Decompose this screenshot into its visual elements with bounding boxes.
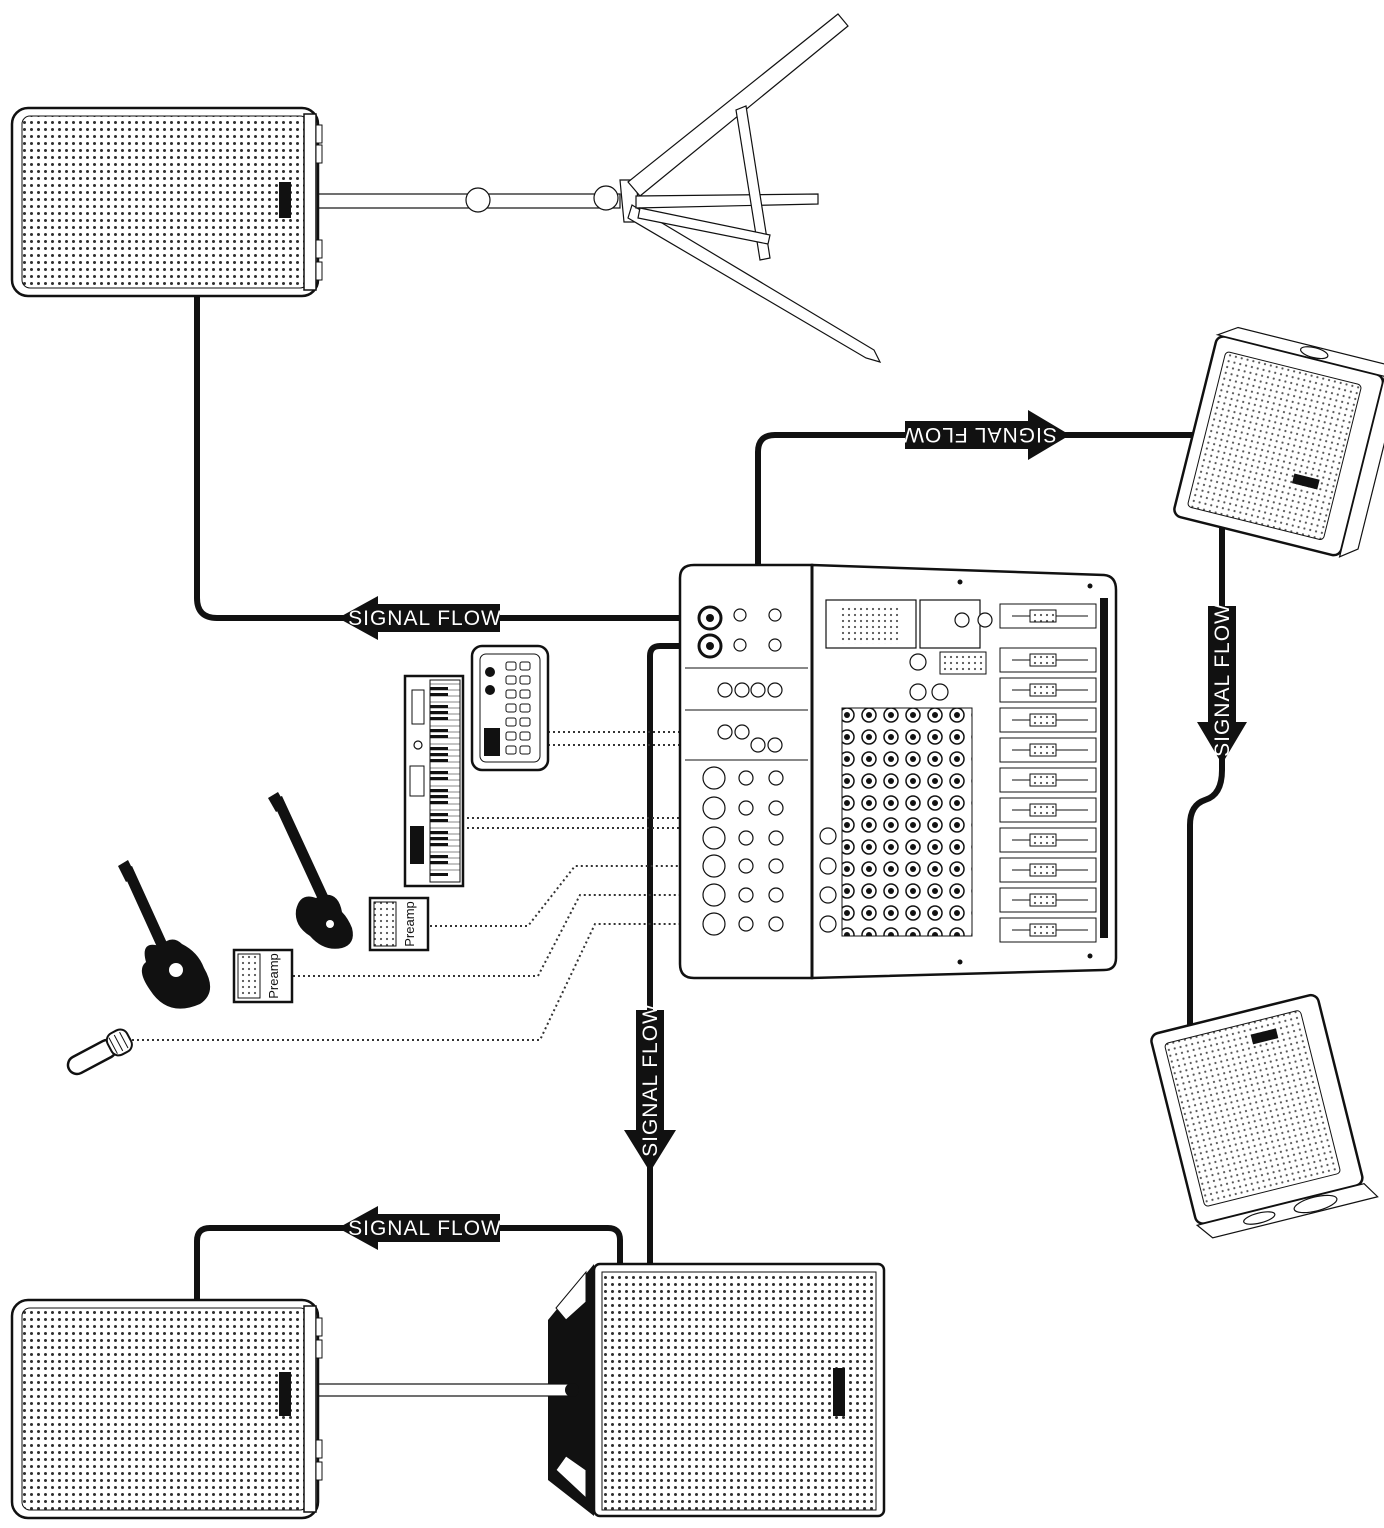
preamp-label: Preamp — [266, 953, 281, 999]
preamp-2: Preamp — [232, 948, 294, 1004]
subwoofer — [548, 1262, 886, 1518]
signal-flow-label: SIGNAL FLOW — [348, 607, 502, 630]
speaker-pole — [317, 1383, 579, 1397]
mixer-rear-jacks — [685, 605, 808, 761]
mixer-console — [678, 563, 1118, 980]
signal-flow-arrow-monitor: SIGNAL FLOW — [903, 410, 1070, 460]
cable-main-left — [194, 292, 713, 621]
logo-badge — [1250, 1028, 1279, 1045]
cable-monitor-chain — [1187, 522, 1225, 1048]
mixer-faders — [999, 603, 1097, 943]
signal-flow-label: SIGNAL FLOW — [348, 1217, 502, 1240]
mixer-channel-pads — [819, 827, 837, 933]
preamp-label: Preamp — [402, 901, 417, 947]
logo-badge — [1291, 473, 1320, 490]
floor-monitor-1 — [1173, 326, 1384, 558]
signal-flow-arrow-down-monitor: SIGNAL FLOW — [1197, 603, 1247, 764]
signal-flow-label: SIGNAL FLOW — [639, 1003, 662, 1157]
keyboard — [403, 674, 465, 888]
logo-badge — [279, 1372, 291, 1416]
signal-flow-label: SIGNAL FLOW — [1211, 603, 1234, 757]
drum-machine — [470, 644, 550, 772]
electric-guitar — [268, 792, 353, 949]
microphone — [66, 1028, 133, 1076]
acoustic-guitar — [118, 860, 211, 1009]
logo-badge — [833, 1368, 845, 1416]
speaker-stand — [317, 13, 882, 363]
signal-flow-arrow-sub: SIGNAL FLOW — [338, 1206, 502, 1250]
cable-main-right — [647, 643, 713, 1268]
main-speaker-top-left — [10, 106, 323, 298]
logo-badge — [279, 182, 291, 218]
signal-flow-arrow-down-sub: SIGNAL FLOW — [624, 1003, 676, 1172]
cable-monitor-send — [755, 432, 1198, 683]
signal-flow-label: SIGNAL FLOW — [903, 423, 1057, 446]
mixer-channel-inputs — [702, 766, 784, 936]
main-speaker-bottom-left — [10, 1298, 323, 1520]
floor-monitor-2 — [1150, 993, 1379, 1239]
preamp-1: Preamp — [368, 896, 430, 952]
signal-flow-arrow-main: SIGNAL FLOW — [338, 596, 502, 640]
